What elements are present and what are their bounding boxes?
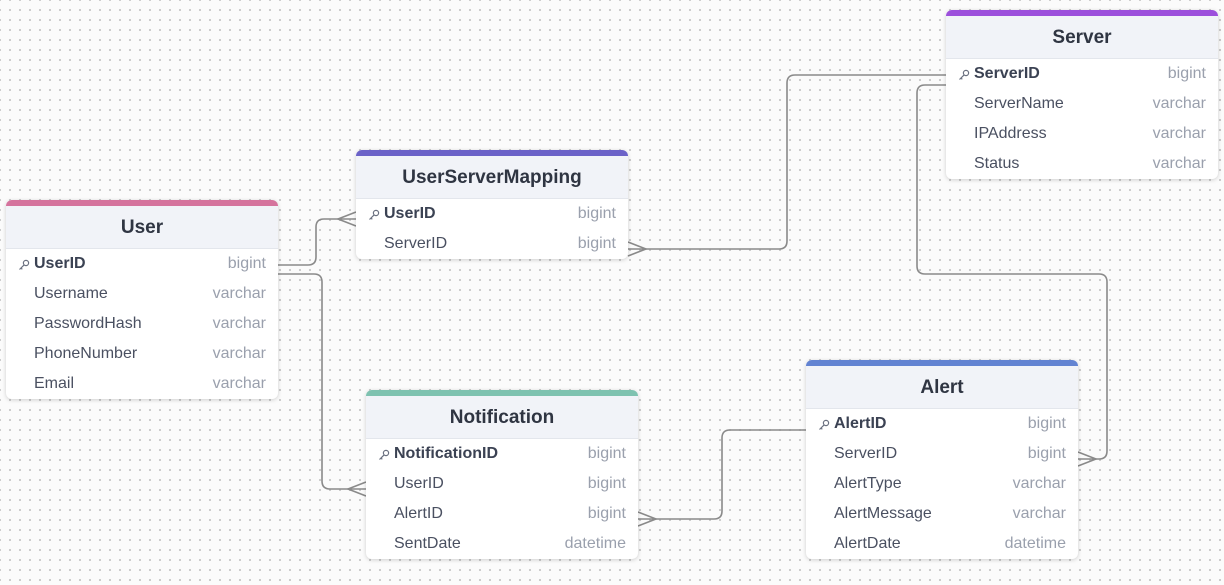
crowfoot-user-notification xyxy=(345,481,367,497)
column-row[interactable]: ServerID bigint xyxy=(356,229,628,259)
connector-server-userservermapping[interactable] xyxy=(628,74,946,250)
column-type: varchar xyxy=(1012,475,1066,492)
column-name: NotificationID xyxy=(394,445,498,462)
column-type: varchar xyxy=(1012,505,1066,522)
column-type: datetime xyxy=(564,535,626,552)
column-row[interactable]: NotificationID bigint xyxy=(366,439,638,469)
key-icon xyxy=(378,439,390,469)
key-icon xyxy=(18,249,30,279)
column-type: bigint xyxy=(587,505,626,522)
column-row[interactable]: PasswordHash varchar xyxy=(6,309,278,339)
crowfoot-server-userservermapping xyxy=(627,241,649,257)
column-name: UserID xyxy=(34,255,86,272)
column-name: Email xyxy=(34,375,75,392)
column-name: AlertMessage xyxy=(834,505,932,522)
column-row[interactable]: ServerID bigint xyxy=(946,59,1218,89)
connector-user-userservermapping[interactable] xyxy=(278,218,356,266)
column-name: PasswordHash xyxy=(34,315,142,332)
column-name: ServerID xyxy=(384,235,448,252)
column-name: AlertID xyxy=(394,505,443,522)
column-type: bigint xyxy=(1027,445,1066,462)
column-row[interactable]: SentDate datetime xyxy=(366,529,638,559)
column-row[interactable]: ServerID bigint xyxy=(806,439,1078,469)
column-row[interactable]: PhoneNumber varchar xyxy=(6,339,278,369)
column-type: varchar xyxy=(1152,125,1206,142)
column-name: IPAddress xyxy=(974,125,1047,142)
column-name: AlertType xyxy=(834,475,902,492)
crowfoot-server-alert xyxy=(1077,451,1099,467)
table-header[interactable]: Notification xyxy=(366,390,638,439)
column-name: ServerID xyxy=(974,65,1040,82)
table-header[interactable]: User xyxy=(6,200,278,249)
column-type: varchar xyxy=(212,285,266,302)
column-row[interactable]: UserID bigint xyxy=(356,199,628,229)
column-type: bigint xyxy=(587,475,626,492)
column-row[interactable]: Email varchar xyxy=(6,369,278,399)
column-name: AlertDate xyxy=(834,535,901,552)
column-type: varchar xyxy=(212,345,266,362)
table-header[interactable]: Server xyxy=(946,10,1218,59)
connector-user-notification[interactable] xyxy=(278,273,366,490)
column-type: varchar xyxy=(1152,155,1206,172)
column-row[interactable]: AlertID bigint xyxy=(806,409,1078,439)
column-row[interactable]: Username varchar xyxy=(6,279,278,309)
column-name: PhoneNumber xyxy=(34,345,138,362)
column-name: ServerID xyxy=(834,445,898,462)
column-name: UserID xyxy=(384,205,436,222)
column-row[interactable]: AlertType varchar xyxy=(806,469,1078,499)
key-icon xyxy=(818,409,830,439)
column-name: SentDate xyxy=(394,535,461,552)
column-type: varchar xyxy=(212,375,266,392)
column-name: Status xyxy=(974,155,1020,172)
column-type: varchar xyxy=(1152,95,1206,112)
crowfoot-alert-notification xyxy=(637,511,659,527)
column-row[interactable]: AlertMessage varchar xyxy=(806,499,1078,529)
crowfoot-user-userservermapping xyxy=(335,211,357,227)
column-row[interactable]: ServerName varchar xyxy=(946,89,1218,119)
column-row[interactable]: UserID bigint xyxy=(366,469,638,499)
column-row[interactable]: AlertDate datetime xyxy=(806,529,1078,559)
column-row[interactable]: IPAddress varchar xyxy=(946,119,1218,149)
column-type: bigint xyxy=(577,205,616,222)
column-type: bigint xyxy=(1027,415,1066,432)
column-row[interactable]: AlertID bigint xyxy=(366,499,638,529)
column-name: ServerName xyxy=(974,95,1064,112)
column-type: bigint xyxy=(587,445,626,462)
column-type: datetime xyxy=(1004,535,1066,552)
key-icon xyxy=(958,59,970,89)
column-row[interactable]: Status varchar xyxy=(946,149,1218,179)
column-type: bigint xyxy=(227,255,266,272)
column-type: varchar xyxy=(212,315,266,332)
table-header[interactable]: UserServerMapping xyxy=(356,150,628,199)
column-type: bigint xyxy=(1167,65,1206,82)
table-header[interactable]: Alert xyxy=(806,360,1078,409)
column-type: bigint xyxy=(577,235,616,252)
key-icon xyxy=(368,199,380,229)
column-row[interactable]: UserID bigint xyxy=(6,249,278,279)
column-name: AlertID xyxy=(834,415,887,432)
column-name: UserID xyxy=(394,475,444,492)
connector-alert-notification[interactable] xyxy=(638,429,806,520)
column-name: Username xyxy=(34,285,108,302)
